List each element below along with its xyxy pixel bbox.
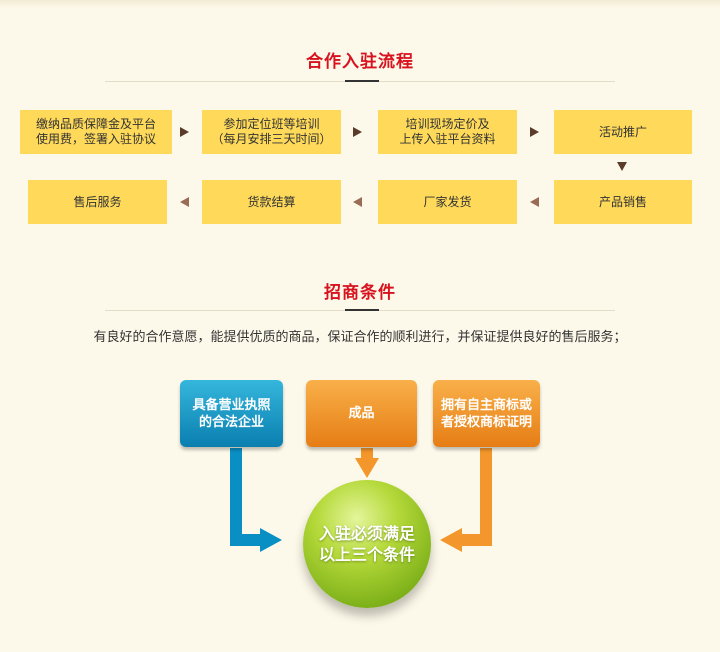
conditions-description: 有良好的合作意愿，能提供优质的商品，保证合作的顺利进行，并保证提供良好的售后服务… [93, 330, 627, 345]
arrow-left-icon [180, 197, 189, 207]
condition-finished-product: 成品 [306, 380, 417, 447]
step-settlement: 货款结算 [202, 180, 341, 224]
step-training: 参加定位班等培训 （每月安排三天时间） [202, 110, 341, 154]
step-promotion: 活动推广 [554, 110, 692, 154]
step-deposit-agreement: 缴纳品质保障金及平台 使用费，签署入驻协议 [20, 110, 172, 154]
orange-down-connector-arrow [355, 448, 379, 478]
conditions-title: 招商条件 [324, 283, 396, 303]
step-shipping: 厂家发货 [378, 180, 517, 224]
step-pricing-upload: 培训现场定价及 上传入驻平台资料 [378, 110, 517, 154]
requirement-ball: 入驻必须满足 以上三个条件 [303, 480, 431, 608]
arrow-right-icon [353, 127, 362, 137]
top-strip [0, 0, 720, 8]
conditions-title-accent [345, 309, 379, 311]
process-title: 合作入驻流程 [306, 52, 414, 72]
arrow-down-icon [617, 162, 627, 171]
step-sales: 产品销售 [554, 180, 692, 224]
step-after-sales: 售后服务 [28, 180, 167, 224]
blue-connector-arrow [230, 448, 282, 552]
condition-business-license: 具备营业执照 的合法企业 [180, 380, 283, 447]
process-title-accent [345, 80, 379, 82]
arrow-left-icon [530, 197, 539, 207]
orange-left-connector-arrow [440, 448, 492, 552]
arrow-right-icon [180, 127, 189, 137]
arrow-left-icon [353, 197, 362, 207]
condition-trademark-proof: 拥有自主商标或 者授权商标证明 [433, 380, 540, 447]
arrow-right-icon [530, 127, 539, 137]
